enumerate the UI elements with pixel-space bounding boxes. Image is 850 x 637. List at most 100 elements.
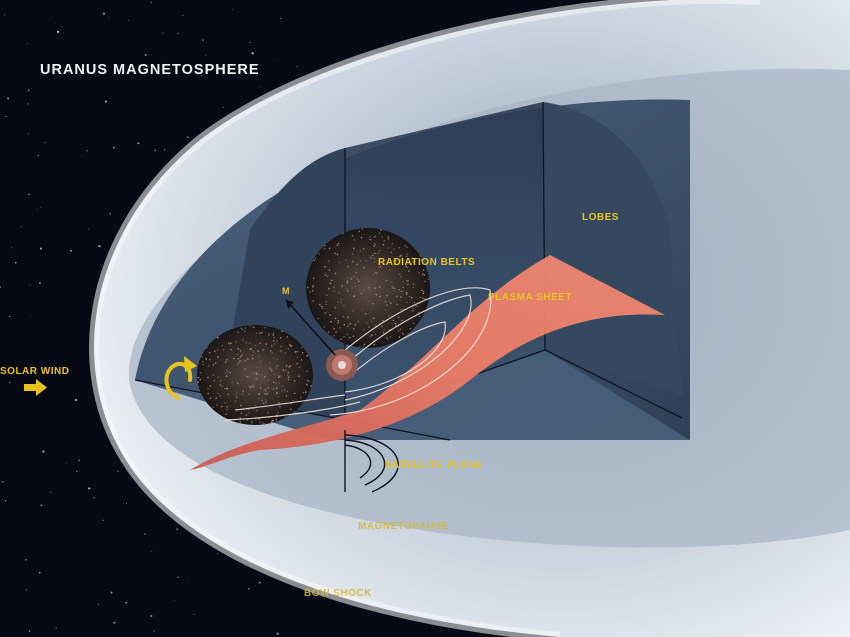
belt-particle bbox=[392, 287, 394, 290]
belt-particle bbox=[356, 278, 359, 281]
belt-particle bbox=[335, 331, 337, 333]
belt-particle bbox=[381, 236, 384, 238]
belt-particle bbox=[265, 390, 268, 393]
belt-particle bbox=[269, 362, 272, 364]
belt-particle bbox=[352, 253, 354, 255]
belt-particle bbox=[235, 393, 238, 396]
belt-particle bbox=[276, 359, 279, 361]
belt-particle bbox=[230, 348, 232, 351]
belt-particle bbox=[262, 349, 265, 351]
satellite-plane-label: SATELLITE PLANE bbox=[385, 460, 483, 471]
belt-particle bbox=[249, 348, 252, 351]
belt-particle bbox=[227, 393, 230, 396]
belt-particle bbox=[337, 301, 339, 303]
belt-particle bbox=[368, 300, 370, 303]
belt-particle bbox=[276, 387, 278, 389]
belt-particle bbox=[251, 384, 254, 387]
belt-particle bbox=[343, 323, 346, 326]
belt-particle bbox=[359, 260, 362, 263]
belt-particle bbox=[197, 381, 199, 383]
star bbox=[55, 627, 57, 629]
belt-particle bbox=[263, 423, 266, 425]
belt-particle bbox=[241, 328, 244, 331]
belt-particle bbox=[390, 251, 393, 254]
star bbox=[232, 8, 233, 10]
belt-particle bbox=[267, 387, 270, 389]
belt-particle bbox=[201, 360, 204, 363]
belt-particle bbox=[400, 290, 403, 293]
belt-particle bbox=[248, 412, 250, 414]
belt-particle bbox=[401, 332, 404, 335]
belt-particle bbox=[265, 343, 268, 345]
belt-particle bbox=[357, 320, 360, 323]
belt-particle bbox=[271, 345, 273, 347]
belt-particle bbox=[333, 334, 336, 337]
belt-particle bbox=[264, 393, 266, 395]
belt-particle bbox=[421, 273, 424, 276]
magnetic-axis-arrowhead bbox=[286, 300, 294, 309]
belt-particle bbox=[294, 351, 297, 353]
belt-particle bbox=[422, 292, 425, 295]
belt-particle bbox=[222, 349, 225, 351]
belt-particle bbox=[236, 397, 239, 399]
belt-particle bbox=[409, 327, 412, 330]
star bbox=[162, 32, 164, 34]
belt-particle bbox=[310, 385, 312, 387]
belt-particle bbox=[293, 392, 296, 395]
star bbox=[55, 23, 57, 25]
belt-particle bbox=[359, 346, 361, 348]
belt-particle bbox=[361, 228, 364, 230]
belt-particle bbox=[374, 235, 377, 237]
belt-particle bbox=[420, 259, 423, 261]
star bbox=[28, 89, 30, 91]
belt-particle bbox=[267, 379, 269, 381]
belt-particle bbox=[279, 375, 282, 377]
belt-particle bbox=[276, 340, 278, 342]
belt-particle bbox=[397, 316, 400, 319]
star bbox=[25, 589, 27, 591]
belt-particle bbox=[278, 375, 280, 378]
belt-particle bbox=[369, 236, 372, 238]
belt-particle bbox=[372, 317, 375, 320]
belt-particle bbox=[296, 356, 299, 359]
star bbox=[37, 154, 39, 157]
star bbox=[20, 226, 22, 228]
belt-particle bbox=[378, 249, 381, 252]
belt-particle bbox=[252, 386, 255, 388]
belt-particle bbox=[334, 252, 337, 255]
belt-particle bbox=[328, 260, 330, 262]
belt-particle bbox=[362, 289, 365, 291]
belt-particle bbox=[352, 260, 355, 262]
belt-particle bbox=[375, 280, 378, 283]
belt-particle bbox=[393, 248, 395, 250]
radiation-belts-label: RADIATION BELTS bbox=[378, 257, 476, 268]
star bbox=[126, 503, 127, 505]
belt-particle bbox=[370, 288, 372, 290]
star bbox=[26, 43, 28, 45]
belt-particle bbox=[275, 367, 277, 369]
belt-particle bbox=[374, 324, 377, 327]
belt-particle bbox=[351, 287, 354, 289]
belt-particle bbox=[270, 421, 273, 424]
belt-particle bbox=[279, 349, 282, 352]
belt-particle bbox=[405, 255, 408, 258]
star bbox=[76, 470, 78, 472]
belt-particle bbox=[402, 286, 405, 289]
belt-particle bbox=[229, 371, 231, 374]
belt-particle bbox=[347, 323, 350, 326]
star bbox=[42, 450, 45, 453]
belt-particle bbox=[255, 332, 258, 335]
star bbox=[38, 571, 41, 574]
belt-particle bbox=[241, 361, 244, 363]
star bbox=[108, 17, 110, 18]
belt-particle bbox=[333, 328, 335, 330]
belt-particle bbox=[394, 322, 397, 325]
belt-particle bbox=[214, 362, 217, 364]
belt-particle bbox=[379, 295, 381, 298]
belt-particle bbox=[346, 280, 349, 282]
belt-particle bbox=[374, 333, 377, 336]
belt-particle bbox=[329, 314, 332, 316]
star bbox=[249, 41, 251, 44]
belt-particle bbox=[251, 421, 253, 424]
belt-particle bbox=[212, 374, 215, 376]
